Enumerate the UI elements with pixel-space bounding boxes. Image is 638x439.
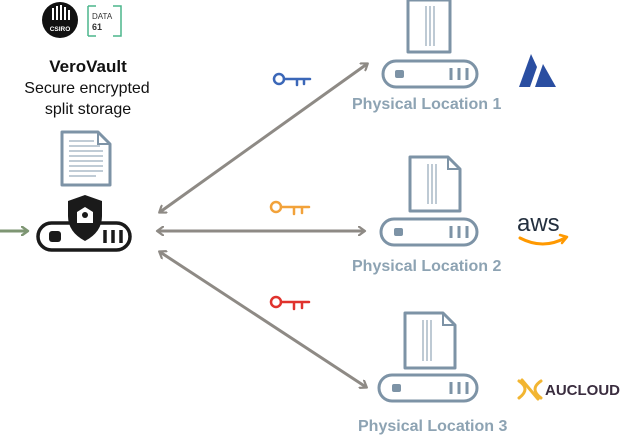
aucloud-mark-icon — [517, 378, 543, 401]
vault-device-icon — [36, 195, 132, 252]
product-tagline-line1: Secure encrypted — [24, 80, 149, 97]
location-3-document-icon — [403, 311, 457, 370]
key-icon-orange — [269, 200, 311, 216]
product-tagline-line2: split storage — [45, 101, 131, 118]
location-2-server-icon — [379, 217, 479, 247]
location-3-server-icon — [377, 373, 479, 403]
location-1-server-icon — [381, 59, 479, 89]
aws-logo: aws — [517, 210, 569, 246]
location-1-document-icon — [406, 0, 452, 54]
source-document-icon — [60, 130, 112, 187]
csiro-label: CSIRO — [50, 26, 71, 33]
location-3-label: Physical Location 3 — [358, 418, 507, 435]
arrow-to-location-1 — [160, 64, 367, 212]
key-icon-red — [269, 295, 311, 311]
aucloud-logo-text: AUCLOUD — [545, 382, 620, 399]
data61-label-line1: DATA — [92, 12, 113, 21]
location-2-label: Physical Location 2 — [352, 258, 501, 275]
csiro-logo: CSIRO — [42, 2, 78, 38]
product-title: VeroVault — [49, 57, 127, 76]
location-1-label: Physical Location 1 — [352, 96, 501, 113]
arrow-to-location-3 — [160, 252, 366, 387]
key-icon-blue — [272, 72, 312, 87]
data61-logo: DATA 61 — [87, 5, 122, 37]
aucloud-logo: AUCLOUD — [517, 378, 620, 401]
location-2-document-icon — [408, 155, 462, 213]
data61-label-line2: 61 — [92, 22, 102, 32]
aws-logo-text: aws — [517, 210, 560, 237]
atlassian-logo-icon — [519, 54, 556, 87]
